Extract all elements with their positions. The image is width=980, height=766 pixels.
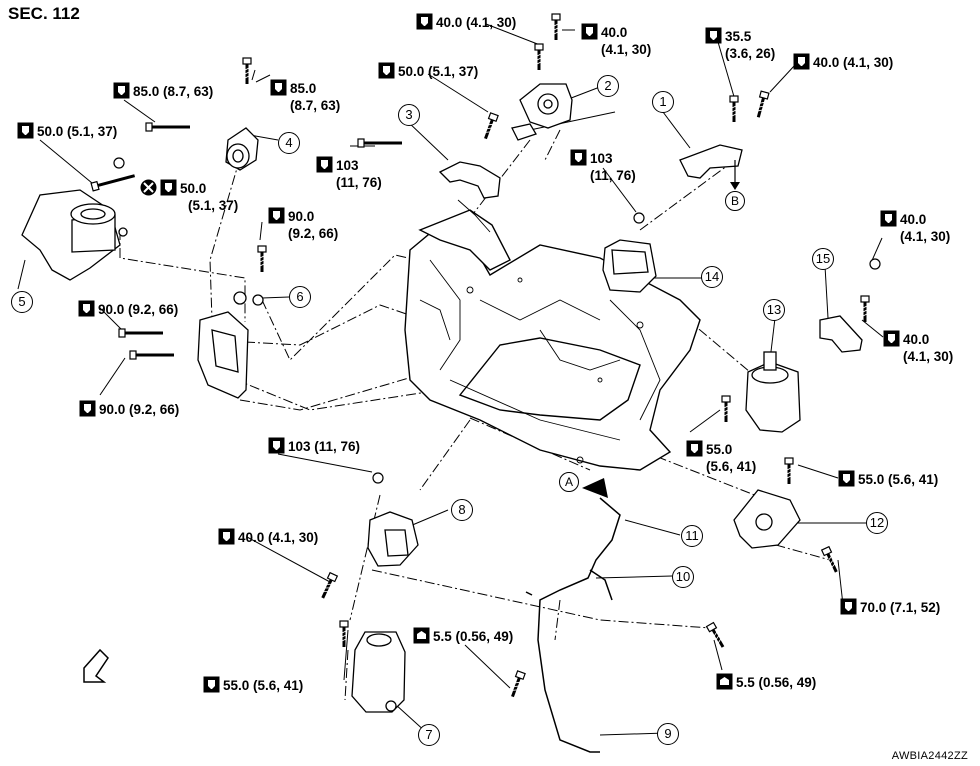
wrench-icon — [880, 210, 897, 227]
figure-code: AWBIA2442ZZ — [891, 750, 968, 762]
torque-label: 55.0 (5.6, 41) — [838, 470, 938, 488]
torque-label: 90.0 (9.2, 66) — [78, 300, 178, 318]
wrench-icon — [840, 598, 857, 615]
wrench-icon — [581, 23, 598, 40]
callout-6: 6 — [289, 286, 311, 308]
wrench-icon — [686, 440, 703, 457]
torque-label: 40.0 (4.1, 30) — [793, 53, 893, 71]
wrench-icon — [218, 528, 235, 545]
torque-label: 70.0 (7.1, 52) — [840, 598, 940, 616]
wrench-icon — [270, 79, 287, 96]
torque-label: 5.5 (0.56, 49) — [716, 673, 816, 691]
wrench-icon — [268, 207, 285, 224]
callout-9: 9 — [657, 723, 679, 745]
small-wrench-icon — [716, 673, 733, 690]
torque-label: 85.0 (8.7, 63) — [113, 82, 213, 100]
callout-15: 15 — [812, 248, 834, 270]
callout-5: 5 — [11, 291, 33, 313]
callout-7: 7 — [418, 724, 440, 746]
torque-label: 103 (11, 76) — [268, 437, 360, 455]
torque-label: 90.0(9.2, 66) — [268, 207, 338, 242]
wrench-icon — [17, 122, 34, 139]
wrench-icon — [793, 53, 810, 70]
small-wrench-icon — [413, 627, 430, 644]
callout-12: 12 — [866, 512, 888, 534]
callout-2: 2 — [597, 75, 619, 97]
wrench-icon — [268, 437, 285, 454]
callout-14: 14 — [701, 266, 723, 288]
wrench-icon — [160, 179, 177, 196]
torque-label: 40.0 (4.1, 30) — [416, 13, 516, 31]
wrench-icon — [378, 62, 395, 79]
wrench-icon — [316, 156, 333, 173]
torque-label: 85.0(8.7, 63) — [270, 79, 340, 114]
torque-label: 40.0 (4.1, 30) — [218, 528, 318, 546]
callout-13: 13 — [763, 299, 785, 321]
reference-b: B — [725, 191, 745, 211]
wrench-icon — [416, 13, 433, 30]
torque-label: 90.0 (9.2, 66) — [79, 400, 179, 418]
callout-1: 1 — [652, 91, 674, 113]
callout-3: 3 — [398, 104, 420, 126]
wrench-icon — [570, 149, 587, 166]
wrench-icon — [203, 676, 220, 693]
replace-icon — [140, 179, 157, 196]
wrench-icon — [883, 330, 900, 347]
wrench-icon — [79, 400, 96, 417]
torque-label: 40.0(4.1, 30) — [880, 210, 950, 245]
wrench-icon — [838, 470, 855, 487]
callout-10: 10 — [672, 566, 694, 588]
torque-label: 103(11, 76) — [316, 156, 382, 191]
wrench-icon — [113, 82, 130, 99]
torque-label: 103(11, 76) — [570, 149, 636, 184]
callout-8: 8 — [451, 499, 473, 521]
section-label: SEC. 112 — [8, 4, 80, 23]
torque-label: 55.0(5.6, 41) — [686, 440, 756, 475]
torque-label: 50.0 (5.1, 37) — [17, 122, 117, 140]
torque-label: 40.0(4.1, 30) — [883, 330, 953, 365]
torque-label: 55.0 (5.6, 41) — [203, 676, 303, 694]
torque-label: 35.5(3.6, 26) — [705, 27, 775, 62]
torque-label: 5.5 (0.56, 49) — [413, 627, 513, 645]
callout-11: 11 — [681, 525, 703, 547]
wrench-icon — [78, 300, 95, 317]
reference-a: A — [559, 472, 579, 492]
torque-label: 50.0(5.1, 37) — [140, 179, 238, 214]
torque-label: 40.0(4.1, 30) — [581, 23, 651, 58]
callout-4: 4 — [278, 132, 300, 154]
torque-label: 50.0 (5.1, 37) — [378, 62, 478, 80]
wrench-icon — [705, 27, 722, 44]
